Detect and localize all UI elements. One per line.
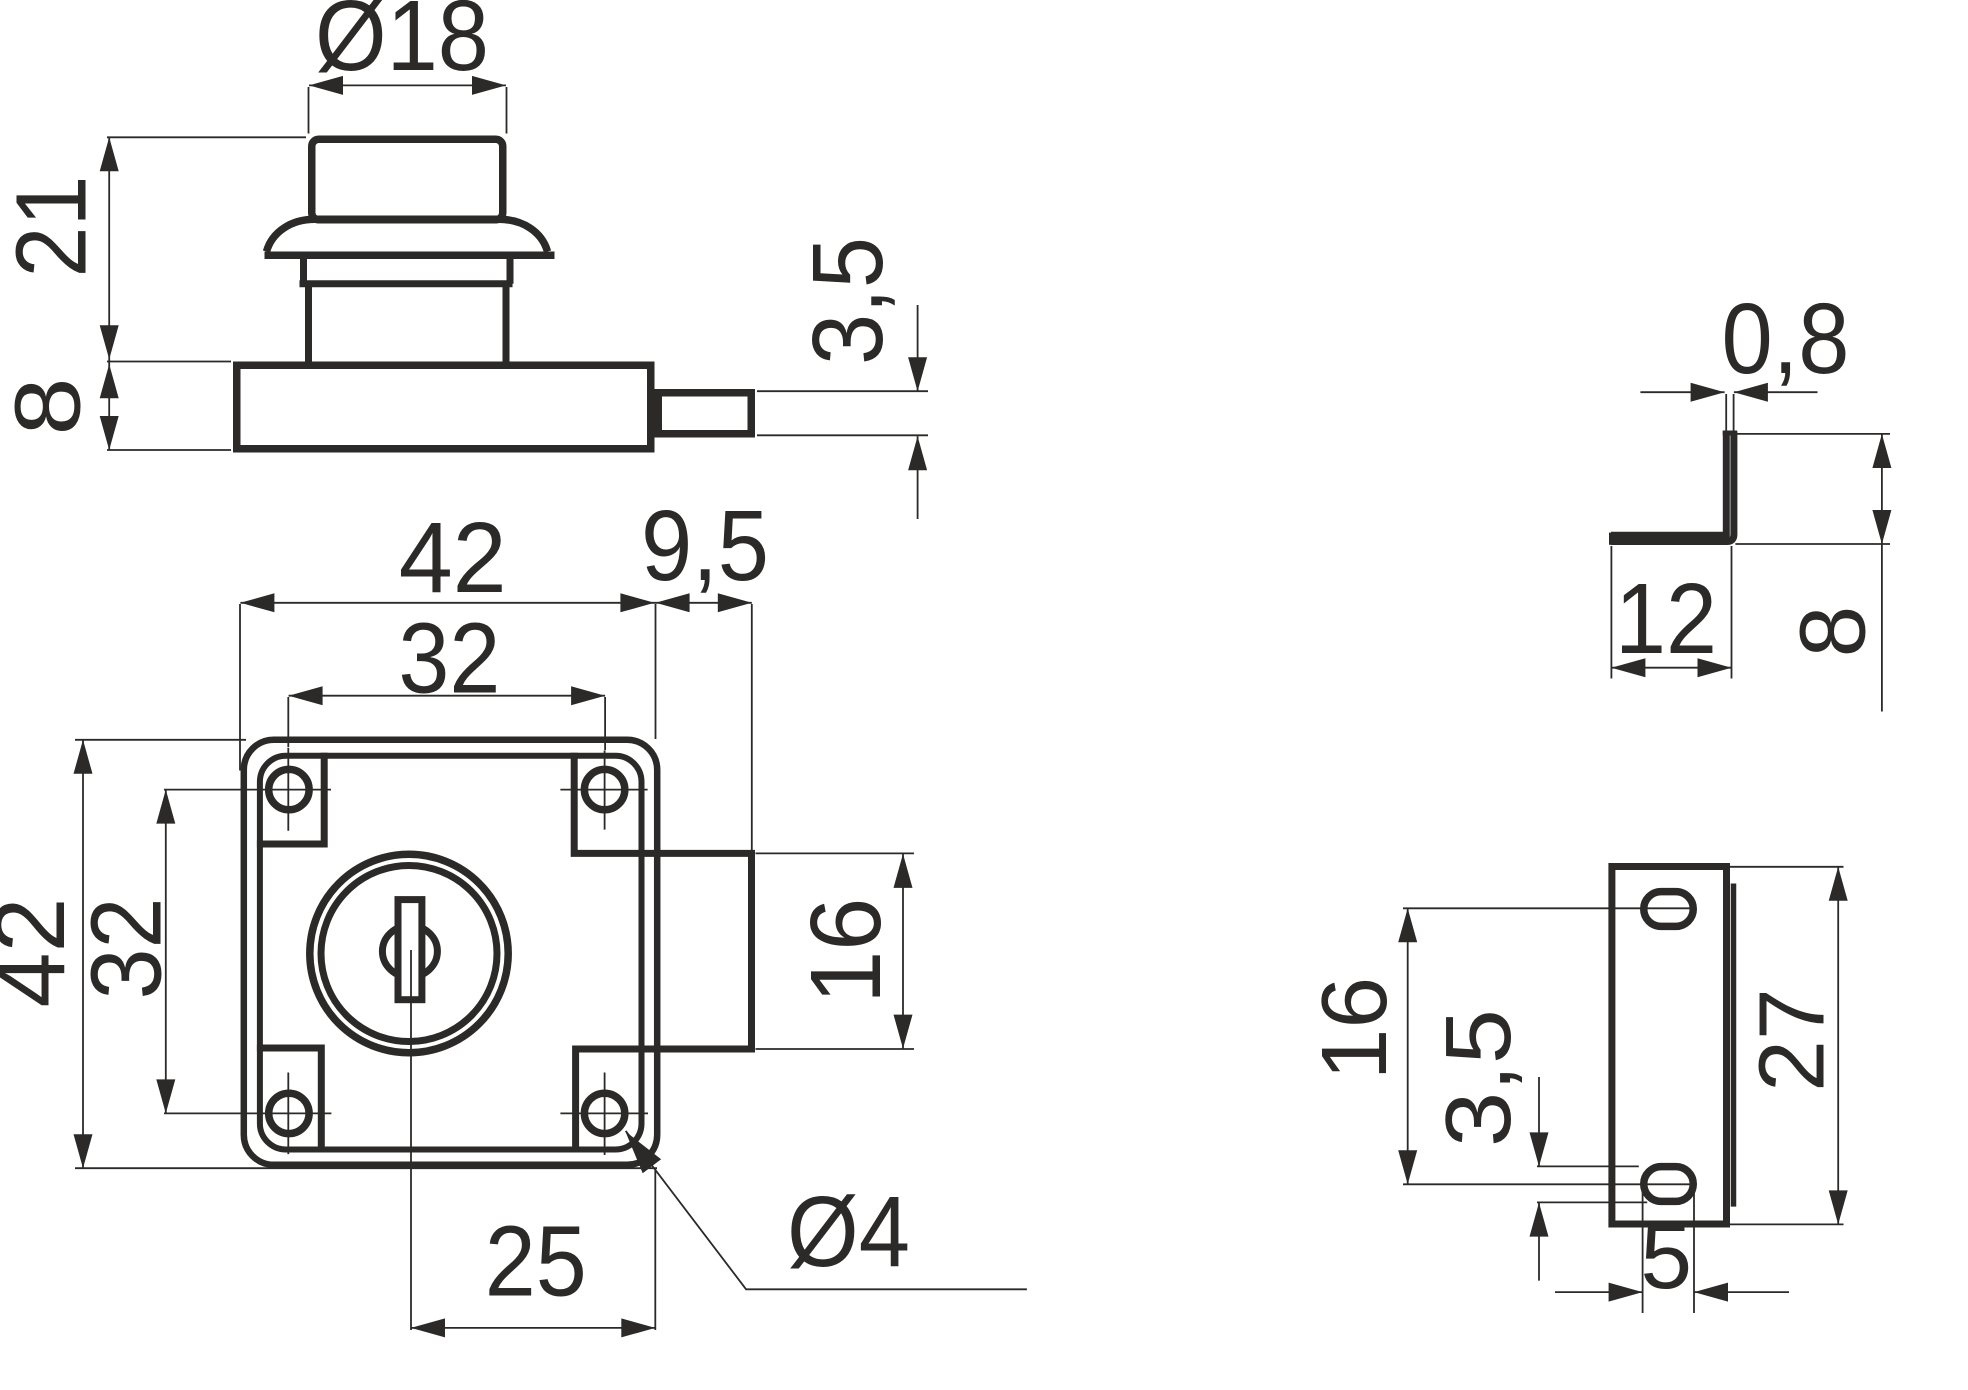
svg-text:0,8: 0,8 <box>1722 283 1850 395</box>
svg-text:Ø18: Ø18 <box>315 0 489 92</box>
svg-text:16: 16 <box>1302 977 1406 1080</box>
svg-text:8: 8 <box>1781 606 1885 658</box>
svg-text:27: 27 <box>1740 988 1844 1091</box>
svg-text:21: 21 <box>0 176 108 278</box>
svg-text:9,5: 9,5 <box>641 490 769 602</box>
svg-text:3,5: 3,5 <box>792 237 904 365</box>
svg-text:32: 32 <box>71 898 183 1000</box>
svg-text:8: 8 <box>0 378 99 436</box>
svg-text:42: 42 <box>399 502 507 614</box>
svg-text:5: 5 <box>1640 1204 1692 1308</box>
svg-text:Ø4: Ø4 <box>787 1176 910 1288</box>
svg-text:3,5: 3,5 <box>1426 1009 1530 1147</box>
svg-text:25: 25 <box>485 1205 587 1317</box>
svg-text:32: 32 <box>398 603 500 715</box>
svg-text:16: 16 <box>790 898 902 1004</box>
svg-text:12: 12 <box>1615 563 1717 675</box>
svg-text:42: 42 <box>0 898 86 1008</box>
